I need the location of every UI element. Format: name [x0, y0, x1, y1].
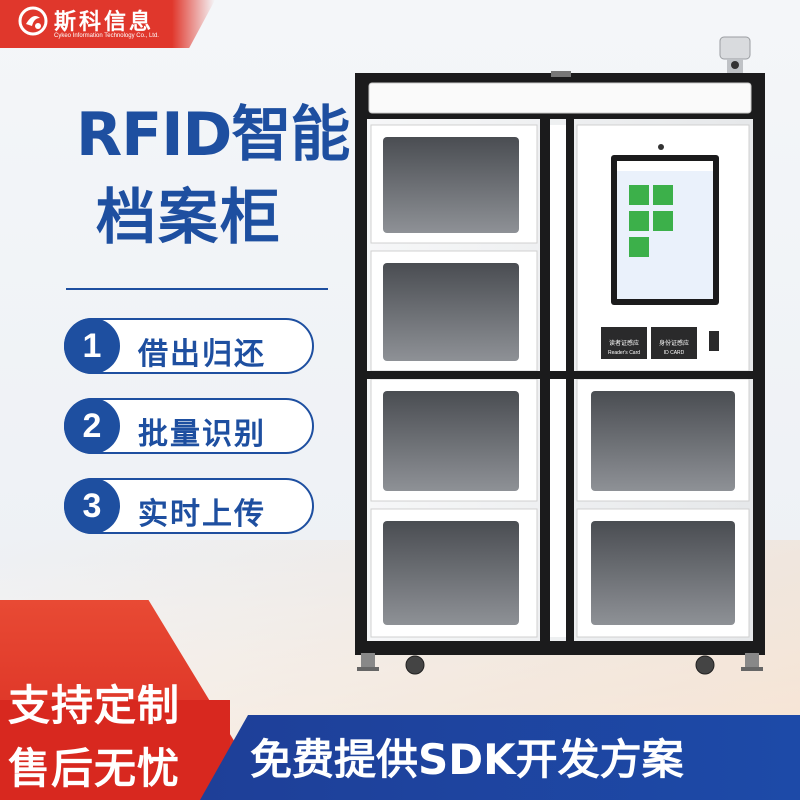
reader-card-label-en: Reader's Card — [608, 350, 640, 356]
reader-card-label: 读者证感应 — [609, 339, 639, 347]
idcard-label-en: ID CARD — [664, 350, 685, 356]
feature-item-batch-identify: 2 批量识别 — [64, 398, 314, 454]
cykeo-logo-icon — [18, 6, 48, 36]
feature-item-realtime-upload: 3 实时上传 — [64, 478, 314, 534]
title-divider — [66, 288, 328, 290]
feature-number: 1 — [64, 318, 120, 374]
page-title-line2: 档案柜 — [96, 183, 282, 253]
feature-label: 实时上传 — [138, 497, 266, 532]
feature-number: 2 — [64, 398, 120, 454]
rfid-cabinet-image: 读者证感应 Reader's Card 身份证感应 ID CARD — [355, 36, 765, 675]
promo-sdk-text: 免费提供SDK开发方案 — [250, 735, 684, 784]
feature-label: 借出归还 — [138, 337, 266, 372]
idcard-label: 身份证感应 — [659, 339, 689, 347]
page-title-line1: RFID智能 — [76, 100, 350, 170]
promo-customize: 支持定制 — [8, 681, 181, 730]
promo-blue-bar — [200, 715, 800, 800]
feature-label: 批量识别 — [138, 417, 266, 452]
promo-after-sales: 售后无忧 — [8, 744, 181, 793]
brand-name: 斯科信息 — [54, 10, 155, 35]
brand-subtitle: Cykeo Information Technology Co., Ltd. — [54, 33, 159, 39]
promo-red-band-base — [0, 700, 230, 800]
feature-number: 3 — [64, 478, 120, 534]
feature-item-borrow-return: 1 借出归还 — [64, 318, 314, 374]
